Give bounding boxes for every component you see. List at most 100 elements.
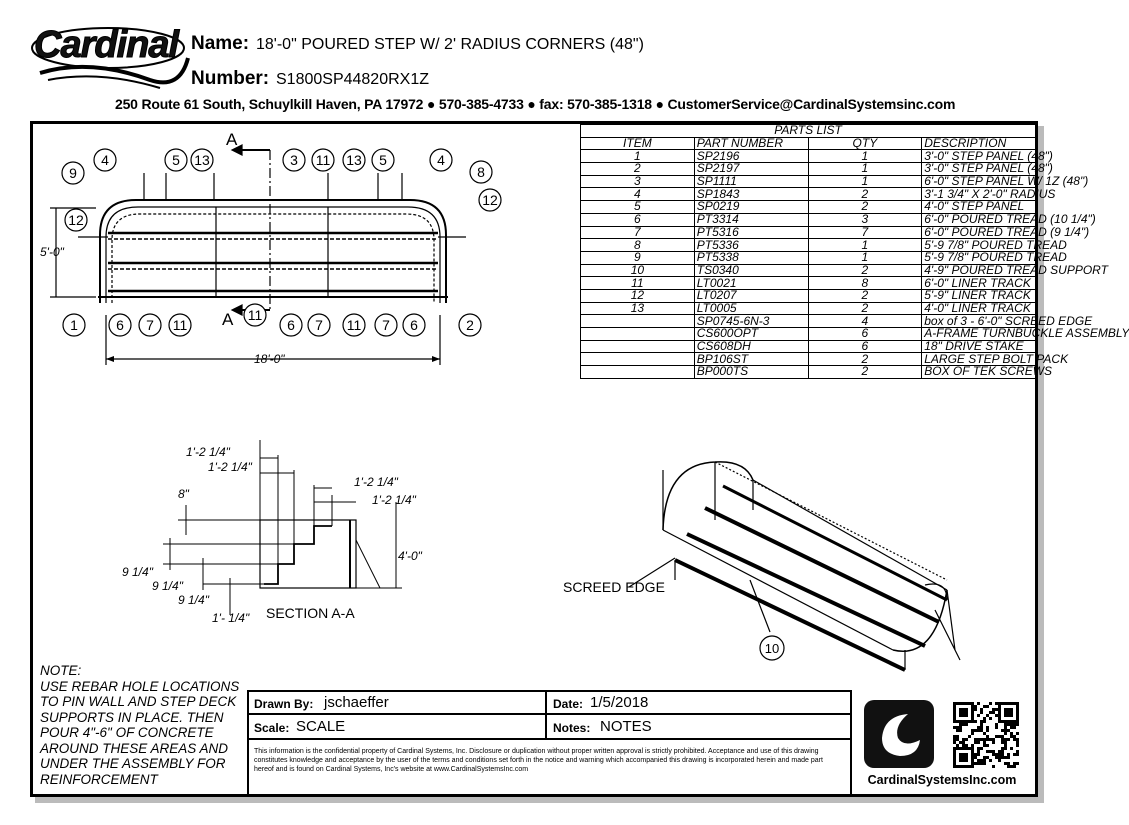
balloon-circle	[458, 313, 482, 337]
balloon-label: 4	[101, 152, 109, 168]
section-dimension: 9 1/4"	[122, 565, 154, 579]
balloon-circle	[168, 313, 192, 337]
confidentiality-notice: This information is the confidential pro…	[254, 748, 823, 773]
description-cell: 4'-9" POURED TREAD SUPPORT	[921, 263, 1108, 278]
section-dimension: 1'-2 1/4"	[372, 493, 417, 507]
balloon-circle	[279, 313, 303, 337]
description-cell: 18" DRIVE STAKE	[921, 339, 1036, 354]
qty-cell: 7	[807, 225, 923, 240]
cardinal-mark-icon	[864, 700, 934, 768]
balloon-circle	[429, 148, 453, 172]
description-cell: 6'-0" POURED TREAD (9 1/4")	[921, 225, 1089, 240]
balloon-circle	[478, 188, 502, 212]
item-cell: 13	[580, 301, 695, 316]
part-number-cell: PT5316	[693, 225, 809, 240]
balloon-circle	[311, 148, 335, 172]
balloon-label: 7	[315, 317, 323, 333]
balloon-circle	[371, 148, 395, 172]
logo-text: Cardinal	[33, 24, 179, 67]
drawn-by-label: Drawn By:	[254, 697, 314, 711]
qty-cell: 2	[807, 365, 923, 379]
section-letter-right: A	[222, 310, 234, 329]
drawing-number: S1800SP44820RX1Z	[276, 71, 429, 88]
logo-swoosh	[31, 27, 190, 89]
balloon-label: 11	[316, 152, 331, 168]
col-item: ITEM	[580, 136, 695, 151]
balloon-label: 13	[346, 152, 362, 168]
description-cell: 4'-0" LINER TRACK	[921, 301, 1036, 316]
balloon-label: 6	[287, 317, 295, 333]
balloon-circle	[243, 303, 267, 327]
section-dimension: 1'-2 1/4"	[354, 475, 399, 489]
balloon-label: 7	[146, 317, 154, 333]
balloon-circle	[402, 313, 426, 337]
frame-shadow-right	[1038, 126, 1044, 802]
balloon-circle	[93, 148, 117, 172]
balloon-circle	[108, 313, 132, 337]
date-value: 1/5/2018	[590, 694, 649, 711]
item-cell	[580, 352, 695, 367]
section-dimension: 9 1/4"	[178, 593, 210, 607]
section-letter-left: A	[226, 130, 238, 149]
isometric-view: SCREED EDGE 10	[563, 461, 961, 672]
dim-height: 5'-0"	[40, 245, 65, 259]
item-cell	[580, 339, 695, 354]
screed-edge-callout: SCREED EDGE	[563, 579, 665, 595]
balloon-circle	[61, 161, 85, 185]
part-number-cell: TS0340	[693, 263, 809, 278]
balloon-circle	[64, 208, 88, 232]
balloon-label: 2	[466, 317, 474, 333]
frame-shadow-bottom	[35, 797, 1044, 803]
balloon-label: 1	[70, 317, 78, 333]
balloon-label: 11	[173, 317, 188, 333]
tb-col-divider	[545, 690, 547, 740]
item-cell: 7	[580, 225, 695, 240]
tb-row-divider-1	[247, 713, 852, 715]
qty-cell: 6	[807, 339, 923, 354]
section-dimension: 9 1/4"	[152, 579, 184, 593]
website-link[interactable]: CardinalSystemsInc.com	[867, 773, 1017, 787]
section-view: 1'-2 1/4"1'-2 1/4"1'-2 1/4"1'-2 1/4"8"4'…	[122, 440, 423, 625]
drawn-by-value: jschaeffer	[324, 694, 389, 711]
section-dimension: 1'-2 1/4"	[186, 445, 231, 459]
balloon-label: 11	[248, 307, 263, 323]
part-number-cell: CS608DH	[693, 339, 809, 354]
qty-cell: 2	[807, 301, 923, 316]
iso-balloon-10: 10	[765, 641, 779, 656]
balloon-label: 12	[68, 212, 84, 228]
balloon-label: 6	[116, 317, 124, 333]
qr-code-icon[interactable]	[953, 702, 1019, 768]
section-dimension: 1'-2 1/4"	[208, 460, 253, 474]
balloon-label: 12	[482, 192, 498, 208]
dim-length: 18'-0"	[254, 352, 285, 366]
balloon-label: 13	[194, 152, 210, 168]
balloon-circle	[190, 148, 214, 172]
parts-list-title: PARTS LIST	[580, 124, 1036, 138]
company-logo: Cardinal	[30, 18, 190, 98]
part-number-cell: BP000TS	[693, 365, 809, 379]
item-cell: 10	[580, 263, 695, 278]
balloon-circle	[62, 313, 86, 337]
drawing-name: 18'-0" POURED STEP W/ 2' RADIUS CORNERS …	[256, 36, 644, 53]
balloon-label: 8	[477, 164, 485, 180]
balloon-circle	[469, 160, 493, 184]
balloon-label: 3	[290, 152, 298, 168]
section-dimension: 8"	[178, 487, 190, 501]
qty-cell: 2	[807, 263, 923, 278]
item-cell	[580, 314, 695, 328]
col-qty: QTY	[807, 136, 923, 151]
col-part-number: PART NUMBER	[693, 136, 809, 151]
parts-list-table: PARTS LIST ITEM PART NUMBER QTY DESCRIPT…	[580, 124, 1129, 379]
